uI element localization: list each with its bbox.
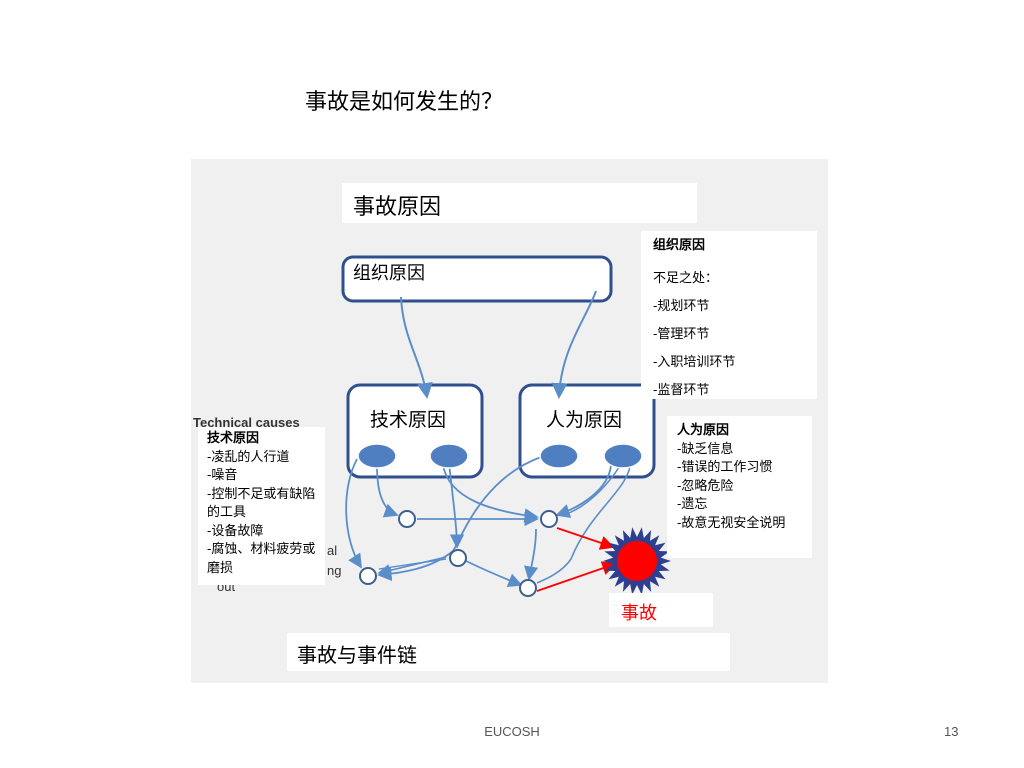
human-note-title: 人为原因 [677, 423, 730, 438]
causal-diagram [341, 255, 671, 597]
accident-label-box: 事故 [609, 593, 713, 627]
chain-arrow [560, 460, 624, 516]
chain-arrow [376, 464, 399, 518]
tech-note-line: -凌乱的人行道 [207, 449, 290, 465]
header-label: 事故原因 [353, 195, 442, 220]
ghost-text: ng [327, 563, 342, 578]
red-arrow [536, 561, 617, 592]
tech-note-line: -设备故障 [207, 523, 264, 539]
tech-note-line: -噪音 [207, 468, 238, 483]
diagram-panel: Technical causes al ng out [191, 159, 828, 683]
org-note-line: -规划环节 [653, 299, 710, 314]
chain-arrow [442, 464, 539, 523]
tech-box-label: 技术原因 [370, 409, 447, 431]
org-to-human-arrow [551, 290, 597, 399]
tech-note-title: 技术原因 [207, 431, 260, 446]
slide-title: 事故是如何发生的？ [305, 90, 504, 115]
chain-arrow [345, 458, 362, 569]
chain-arrow [378, 558, 447, 570]
chain-arrow [465, 560, 523, 588]
event-node [359, 567, 377, 585]
event-node [398, 510, 416, 528]
human-box-label: 人为原因 [546, 409, 623, 431]
org-box-label: 组织原因 [353, 263, 425, 284]
ghost-text: al [327, 543, 338, 558]
human-note-body: 人为原因 -缺乏信息 -错误的工作习惯 -忽略危险 -遗忘 -故意无视安全说明 [677, 422, 807, 533]
cause-node [429, 443, 469, 469]
event-node [449, 549, 467, 567]
tech-note-body: 技术原因 -凌乱的人行道 -噪音 -控制不足或有缺陷的工具 -设备故障 -腐蚀、… [207, 430, 321, 578]
cause-node [539, 443, 579, 469]
org-note-title: 组织原因 [653, 238, 706, 253]
chain-arrow [536, 458, 632, 584]
org-note-line: -入职培训环节 [653, 355, 736, 370]
event-node [519, 579, 537, 597]
human-note-line: -忽略危险 [677, 478, 734, 494]
tech-note-line: -控制不足或有缺陷的工具 [207, 486, 316, 521]
accident-label: 事故 [621, 603, 657, 624]
human-note-line: -缺乏信息 [677, 441, 734, 457]
chain-arrow [377, 556, 447, 577]
org-note-line: -管理环节 [653, 327, 710, 342]
cause-node [357, 443, 397, 469]
chain-arrow [377, 456, 542, 582]
human-note-line: -错误的工作习惯 [677, 460, 773, 475]
org-to-tech-arrow [400, 296, 433, 399]
human-note: 人为原因 -缺乏信息 -错误的工作习惯 -忽略危险 -遗忘 -故意无视安全说明 [667, 416, 812, 558]
org-cause-box [341, 255, 613, 303]
cause-node [603, 443, 643, 469]
org-note-line: -监督环节 [653, 383, 710, 398]
tech-note-line: -腐蚀、材料疲劳或磨损 [207, 542, 316, 576]
human-note-line: -故意无视安全说明 [677, 515, 786, 531]
chain-arrow [448, 462, 465, 549]
accident-starburst [603, 527, 671, 595]
human-note-line: -遗忘 [677, 497, 708, 512]
header-box: 事故原因 [342, 183, 697, 223]
chain-label: 事故与事件链 [297, 643, 417, 667]
chain-arrow [555, 464, 612, 518]
chain-arrow [523, 528, 539, 581]
org-note-line: 不足之处： [653, 271, 719, 286]
org-note: 组织原因 不足之处： -规划环节 -管理环节 -入职培训环节 -监督环节 [641, 231, 817, 399]
event-node [540, 510, 558, 528]
red-arrow [556, 527, 615, 550]
footer-text: EUCOSH [484, 724, 540, 739]
ghost-text: Technical causes [193, 415, 300, 430]
org-note-lines: 不足之处： -规划环节 -管理环节 -入职培训环节 -监督环节 [653, 265, 735, 405]
chain-label-box: 事故与事件链 [287, 633, 730, 671]
page-number: 13 [944, 724, 959, 739]
tech-note: 技术原因 -凌乱的人行道 -噪音 -控制不足或有缺陷的工具 -设备故障 -腐蚀、… [198, 427, 325, 585]
